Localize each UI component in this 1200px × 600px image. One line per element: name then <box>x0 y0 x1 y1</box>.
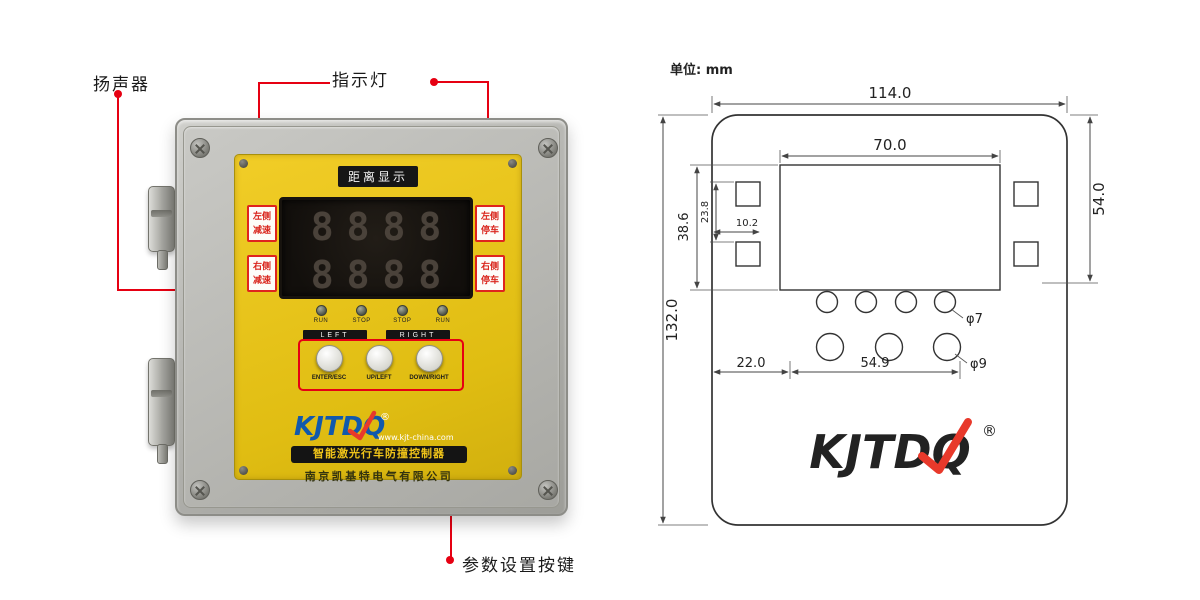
phi7-leader-line <box>950 308 964 319</box>
dim-10-2-label: 10.2 <box>736 218 758 229</box>
param-buttons-highlight-box <box>298 339 464 391</box>
hole-phi9 <box>815 332 845 362</box>
led-stop-right: STOP <box>389 305 415 324</box>
setting-button-row: ENTER/ESC UP/LEFT DOWN/RIGHT <box>305 345 453 381</box>
dim-22-label: 22.0 <box>737 356 766 371</box>
up-left-button <box>365 345 393 372</box>
mounting-square <box>1013 241 1039 267</box>
dimension-drawing: 单位: mm φ7 φ9 114.0 70.0 <box>658 62 1108 526</box>
product-name-bar: 智能激光行车防撞控制器 <box>291 446 467 463</box>
indicator-annotation-line-h-right <box>434 81 489 83</box>
phi7-label: φ7 <box>966 312 983 327</box>
dim-54-label: 54.0 <box>1090 182 1108 215</box>
company-name: 南京凯基特电气有限公司 <box>304 471 454 483</box>
corner-screw-icon <box>538 138 558 158</box>
mounting-square <box>735 181 761 207</box>
led-run-left: RUN <box>308 305 334 324</box>
led-indicator-icon <box>356 305 368 316</box>
corner-screw-icon <box>190 480 210 500</box>
seven-segment-display: 8888 8888 <box>279 197 473 299</box>
display-row-1: 8888 <box>310 205 455 249</box>
hinge-bottom <box>148 358 175 446</box>
drawing-logo-text: KJTDQ <box>809 425 970 479</box>
hinge-top <box>148 186 175 252</box>
hole-phi7 <box>854 290 878 314</box>
status-led-row: RUN STOP STOP RUN <box>308 305 456 324</box>
indicator-annotation-label: 指示灯 <box>332 71 389 90</box>
down-right-button-group: DOWN/RIGHT <box>405 345 453 381</box>
mounting-square <box>735 241 761 267</box>
dim-23-8-label: 23.8 <box>700 201 711 223</box>
controller-device: 距离显示 8888 8888 左侧减速 右侧减速 左侧停车 右侧停车 RUN S… <box>175 118 568 516</box>
phi9-label: φ9 <box>970 357 987 372</box>
panel-screw-icon <box>239 159 248 168</box>
dim-height-label: 132.0 <box>663 299 681 342</box>
right-stop-indicator-label: 右侧停车 <box>475 255 505 292</box>
brand-logo-swoosh-icon <box>347 410 377 441</box>
indicator-annotation-line-h-left <box>258 82 330 84</box>
mounting-square <box>1013 181 1039 207</box>
param-annotation-dot <box>446 556 454 564</box>
hole-phi7 <box>933 290 957 314</box>
dim-54-9-label: 54.9 <box>861 356 890 371</box>
enter-esc-button <box>315 345 343 372</box>
panel-screw-icon <box>239 466 248 475</box>
panel-screw-icon <box>508 466 517 475</box>
hole-phi9 <box>932 332 962 362</box>
right-decel-indicator-label: 右侧减速 <box>247 255 277 292</box>
speaker-annotation-dot <box>114 90 122 98</box>
front-panel: 距离显示 8888 8888 左侧减速 右侧减速 左侧停车 右侧停车 RUN S… <box>234 154 522 483</box>
unit-label: 单位: mm <box>670 62 733 78</box>
corner-screw-icon <box>190 138 210 158</box>
left-decel-indicator-label: 左侧减速 <box>247 205 277 242</box>
led-indicator-icon <box>315 305 327 316</box>
dim-width-label: 114.0 <box>869 84 912 102</box>
left-group-bar: LEFT <box>303 330 367 341</box>
brand-website: www.kjt-china.com <box>378 433 454 442</box>
hinge-bottom-pin <box>157 444 168 464</box>
speaker-annotation-line-h <box>117 289 175 291</box>
speaker-annotation-line-v <box>117 96 119 291</box>
dim-inner-width-label: 70.0 <box>873 136 906 154</box>
up-left-button-group: UP/LEFT <box>355 345 403 381</box>
right-group-bar: RIGHT <box>386 330 450 341</box>
led-indicator-icon <box>437 305 449 316</box>
led-run-right: RUN <box>430 305 456 324</box>
drawing-brand-logo: KJTDQ ® <box>809 418 997 479</box>
dim-38-6-label: 38.6 <box>677 213 692 242</box>
distance-display-title: 距离显示 <box>337 166 419 187</box>
corner-screw-icon <box>538 480 558 500</box>
led-stop-left: STOP <box>349 305 375 324</box>
brand-logo-reg-mark: ® <box>380 412 390 423</box>
hole-phi9 <box>874 332 904 362</box>
drawing-logo-swoosh-icon <box>918 418 972 474</box>
down-right-button <box>415 345 443 372</box>
speaker-annotation-label: 扬声器 <box>93 75 150 94</box>
drawing-logo-reg-mark: ® <box>982 422 997 440</box>
device-brand-logo: KJTDQ ® www.kjt-china.com <box>290 407 468 445</box>
display-row-2: 8888 <box>310 253 455 297</box>
panel-outline <box>711 114 1068 526</box>
led-indicator-icon <box>396 305 408 316</box>
panel-screw-icon <box>508 159 517 168</box>
hinge-top-pin <box>157 250 168 270</box>
phi9-leader-line <box>954 353 968 364</box>
hole-phi7 <box>815 290 839 314</box>
hole-phi7 <box>894 290 918 314</box>
param-annotation-label: 参数设置按键 <box>462 556 576 575</box>
left-stop-indicator-label: 左侧停车 <box>475 205 505 242</box>
display-window-outline <box>779 164 1001 291</box>
enter-esc-button-group: ENTER/ESC <box>305 345 353 381</box>
